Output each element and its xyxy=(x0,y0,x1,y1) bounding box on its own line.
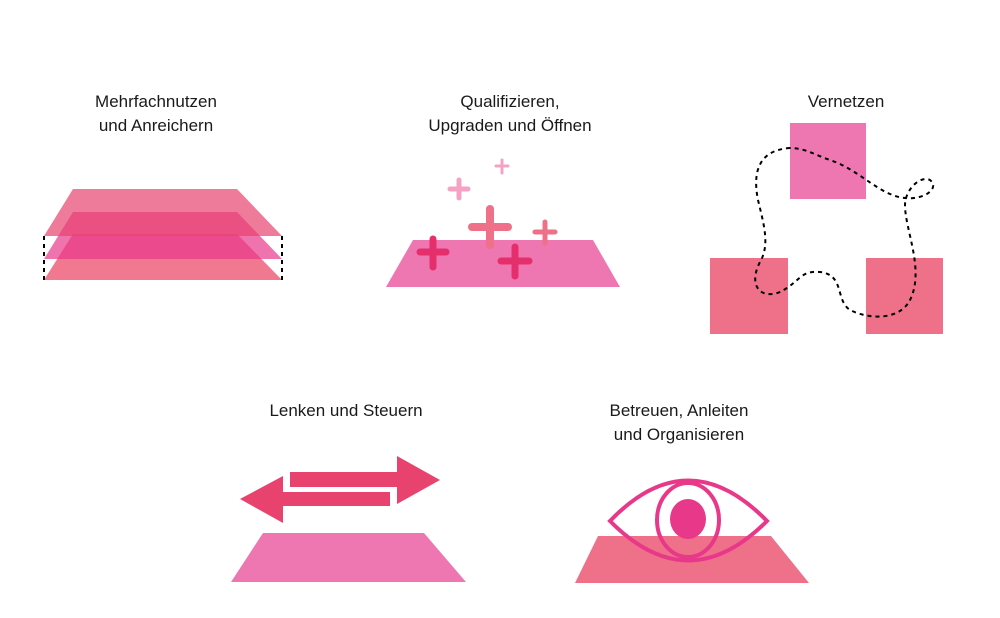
network-icon xyxy=(710,123,943,334)
label-betreuen-2: und Organisieren xyxy=(614,425,744,444)
plus-icons xyxy=(386,158,620,287)
label-mehrfachnutzen-2: und Anreichern xyxy=(99,116,213,135)
label-mehrfachnutzen-1: Mehrfachnutzen xyxy=(95,92,217,111)
arrows-icon xyxy=(231,456,466,582)
label-betreuen-1: Betreuen, Anleiten xyxy=(610,401,749,420)
label-vernetzen: Vernetzen xyxy=(808,92,885,111)
label-qualifizieren-1: Qualifizieren, xyxy=(460,92,559,111)
eye-icon xyxy=(575,478,809,583)
layers-icon xyxy=(43,189,283,280)
label-qualifizieren-2: Upgraden und Öffnen xyxy=(428,116,591,135)
label-lenken: Lenken und Steuern xyxy=(269,401,422,420)
